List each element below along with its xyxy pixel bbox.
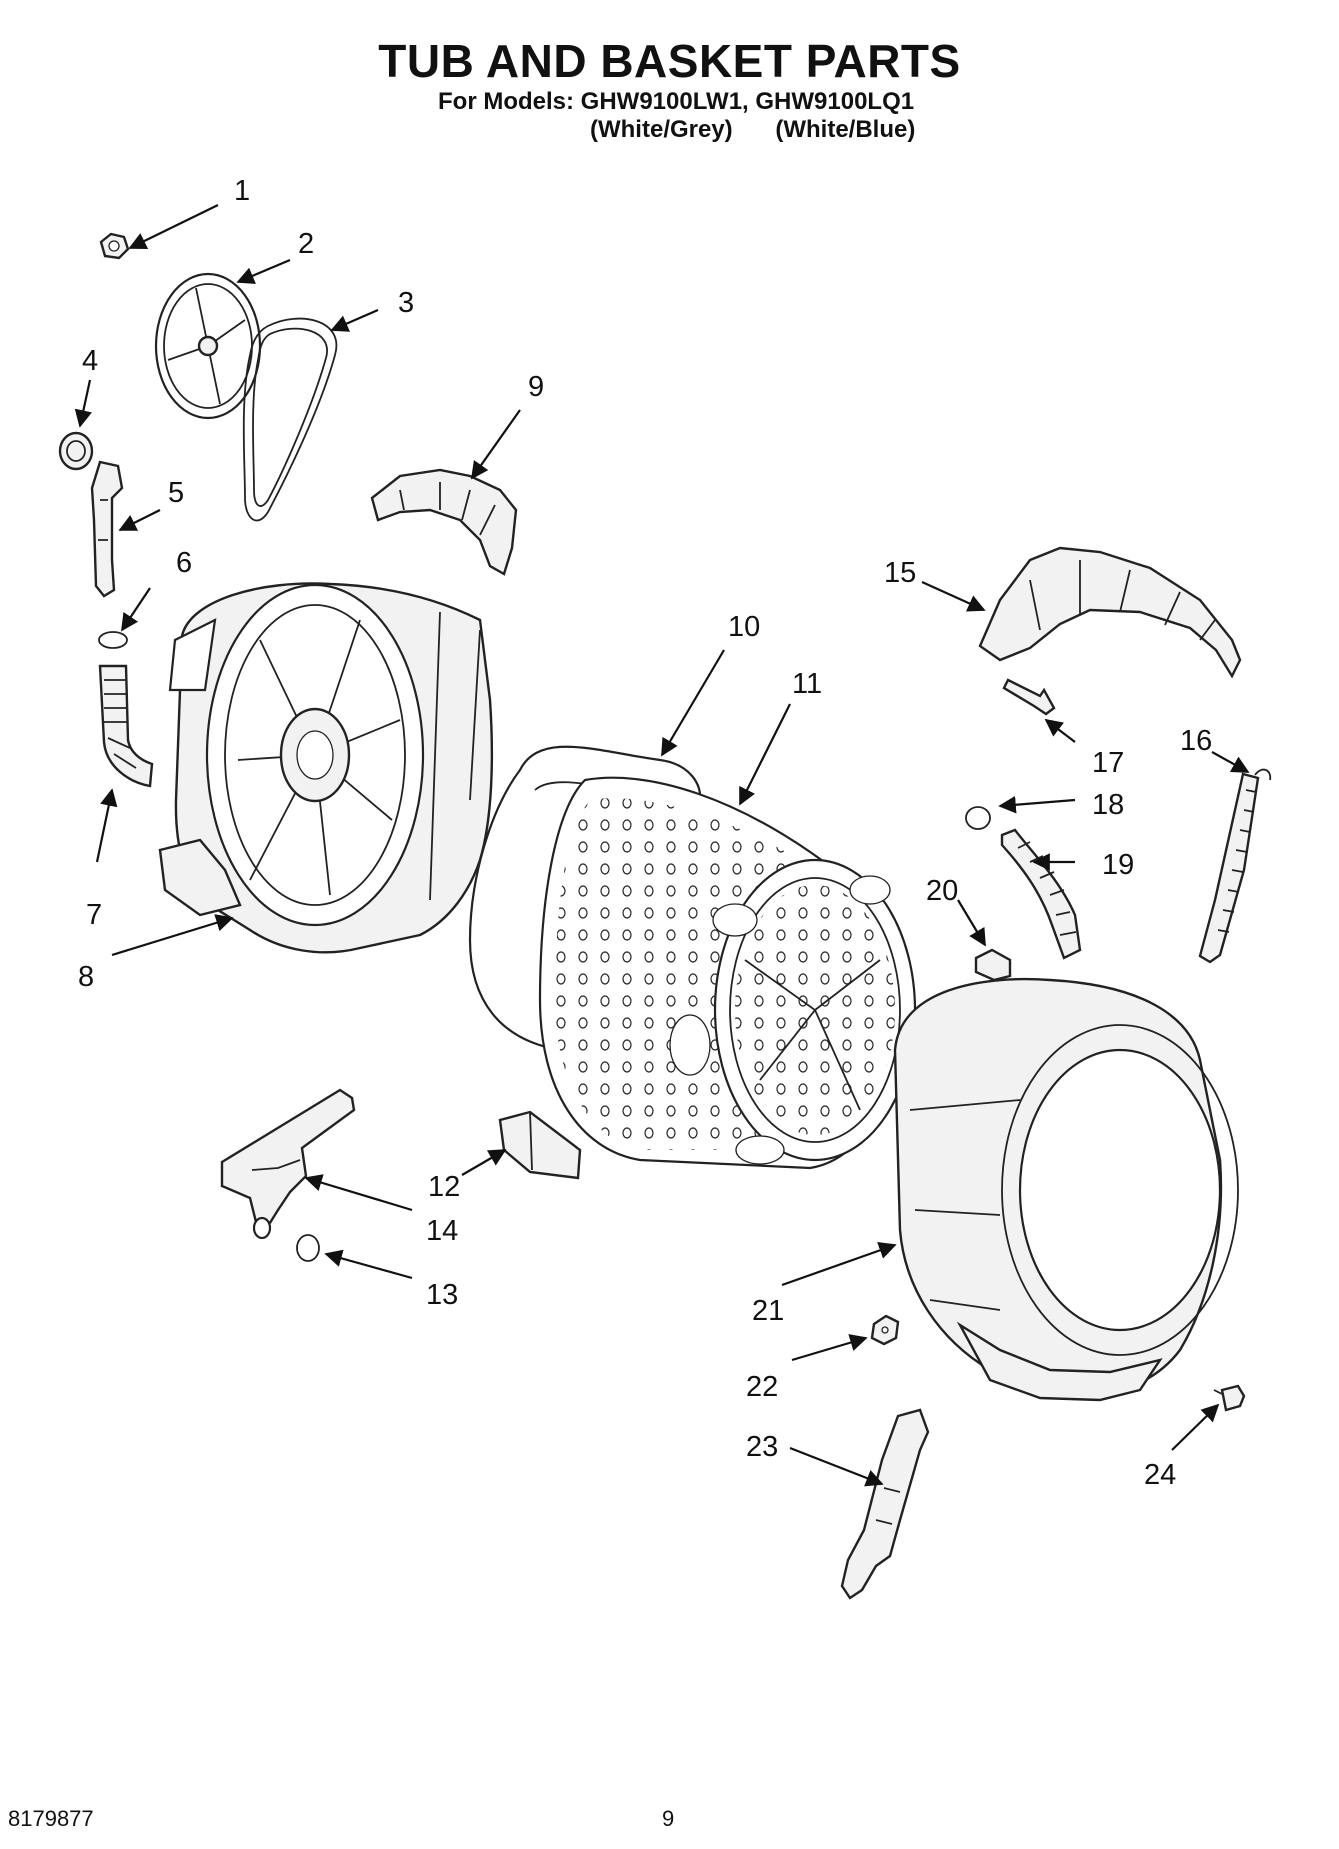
leader-22 (791, 1334, 868, 1362)
callout-14: 14 (426, 1215, 458, 1247)
callout-10: 10 (728, 611, 760, 643)
leader-lines (74, 204, 1250, 1487)
leader-6 (121, 587, 151, 632)
leader-9 (470, 409, 521, 480)
callout-4: 4 (82, 345, 98, 377)
callout-2: 2 (298, 228, 314, 260)
part-18-clamp (965, 806, 991, 830)
callout-20: 20 (926, 875, 958, 907)
callout-7: 7 (86, 899, 102, 931)
leader-18 (998, 795, 1076, 814)
variant-white-grey: (White/Grey) (590, 116, 733, 143)
part-12-baffle (498, 1110, 582, 1180)
callout-16: 16 (1180, 725, 1212, 757)
leader-4 (74, 379, 92, 428)
callout-17: 17 (1092, 747, 1124, 779)
leader-5 (118, 509, 161, 531)
part-17-screw (1002, 678, 1056, 716)
leader-16 (1211, 751, 1250, 773)
leader-8 (111, 914, 234, 957)
variant-white-blue: (White/Blue) (775, 116, 916, 143)
callout-1: 1 (234, 175, 250, 207)
callout-23: 23 (746, 1431, 778, 1463)
page-title: TUB AND BASKET PARTS (378, 35, 961, 87)
part-11-basket (538, 776, 917, 1170)
part-20-clip (974, 948, 1012, 982)
part-23-damper (840, 1408, 930, 1600)
leader-13 (324, 1249, 413, 1280)
callout-24: 24 (1144, 1459, 1176, 1491)
part-22-clip (870, 1314, 900, 1346)
part-3-belt (242, 317, 338, 522)
leader-2 (236, 258, 291, 284)
callout-19: 19 (1102, 849, 1134, 881)
part-19-bellows-hose (1000, 828, 1082, 960)
callout-6: 6 (176, 547, 192, 579)
part-15-rail (978, 546, 1242, 679)
part-21-front-tub (893, 977, 1239, 1402)
part-2-pulley (154, 272, 262, 420)
leader-11 (739, 703, 791, 806)
leader-12 (461, 1149, 507, 1176)
part-9-bracket (370, 468, 518, 576)
page-number: 9 (662, 1806, 675, 1831)
callout-15: 15 (884, 557, 916, 589)
part-16-spring (1198, 768, 1272, 964)
leader-1 (128, 204, 219, 249)
part-5-bracket (90, 460, 124, 598)
leader-23 (789, 1446, 884, 1487)
part-24-fastener (1213, 1384, 1246, 1412)
part-14-lever (220, 1088, 356, 1240)
part-4-cap (58, 431, 94, 471)
callout-12: 12 (428, 1171, 460, 1203)
part-6-clamp (98, 631, 128, 649)
leader-20 (957, 899, 986, 947)
leader-15 (921, 580, 986, 612)
callout-numbers: 1 2 3 4 5 6 7 8 9 10 11 12 13 14 15 16 1… (78, 175, 1212, 1491)
callout-22: 22 (746, 1371, 778, 1403)
part-8-rear-tub (158, 582, 494, 954)
models-line: For Models: GHW9100LW1, GHW9100LQ1 (438, 88, 915, 115)
callout-8: 8 (78, 961, 94, 993)
leader-10 (661, 649, 725, 757)
callout-13: 13 (426, 1279, 458, 1311)
leader-14 (304, 1174, 413, 1212)
leader-21 (781, 1241, 897, 1287)
leader-24 (1171, 1403, 1220, 1451)
leader-7 (95, 788, 118, 863)
callout-21: 21 (752, 1295, 784, 1327)
color-variants: (White/Grey) (White/Blue) (590, 116, 915, 144)
callout-18: 18 (1092, 789, 1124, 821)
callout-9: 9 (528, 371, 544, 403)
callout-3: 3 (398, 287, 414, 319)
callout-5: 5 (168, 477, 184, 509)
document-number: 8179877 (8, 1806, 94, 1831)
part-7-hose (98, 664, 154, 788)
leader-3 (330, 308, 379, 332)
leader-17 (1044, 718, 1076, 743)
part-1-nut (99, 232, 130, 260)
part-13-o-ring (296, 1234, 320, 1262)
callout-11: 11 (792, 668, 822, 700)
